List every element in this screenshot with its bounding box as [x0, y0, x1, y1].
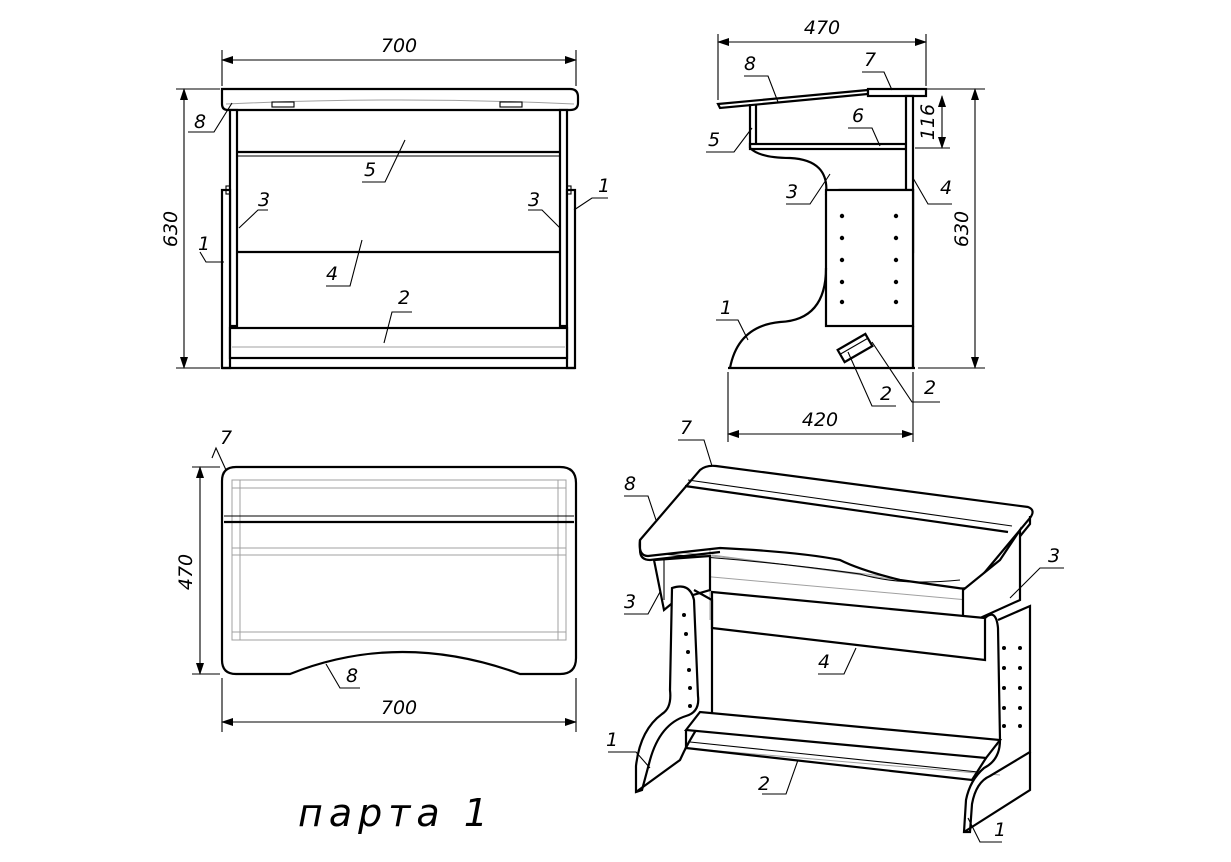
drawing-title: парта 1: [298, 791, 494, 835]
front-callout-8: 8: [194, 111, 206, 133]
iso-callout-1-left: 1: [606, 729, 618, 751]
top-callout-7: 7: [220, 427, 232, 449]
top-view: 470 700 7 8: [175, 427, 578, 732]
side-shelf-dim: 116: [917, 104, 939, 140]
iso-callout-8: 8: [624, 473, 636, 495]
side-callout-2-b: 2: [924, 377, 936, 399]
top-callout-8: 8: [346, 665, 358, 687]
top-width-dim: 700: [381, 697, 417, 719]
side-callout-3: 3: [786, 181, 798, 203]
side-callout-4: 4: [940, 177, 952, 199]
front-callout-1-right: 1: [598, 175, 610, 197]
iso-view: 7 8 3 3 4 1 2 1: [606, 417, 1064, 843]
top-depth-dim: 470: [175, 554, 197, 590]
side-callout-2-a: 2: [880, 383, 892, 405]
side-callout-1: 1: [720, 297, 732, 319]
front-callout-2: 2: [398, 287, 410, 309]
iso-callout-1-right: 1: [994, 819, 1006, 841]
side-view: 470 420 630 116 8 7 5 6 3 4 1 2: [706, 17, 985, 442]
iso-callout-4: 4: [818, 651, 830, 673]
front-callout-1-left: 1: [198, 233, 210, 255]
iso-callout-7: 7: [680, 417, 692, 439]
side-callout-5: 5: [708, 129, 720, 151]
side-top-depth-dim: 470: [804, 17, 840, 39]
side-bottom-depth-dim: 420: [802, 409, 838, 431]
front-height-dim: 630: [160, 211, 182, 247]
side-callout-7: 7: [864, 49, 876, 71]
iso-callout-2: 2: [758, 773, 770, 795]
side-callout-6: 6: [852, 105, 864, 127]
iso-callout-3-right: 3: [1048, 545, 1060, 567]
front-callout-3-left: 3: [258, 189, 270, 211]
front-width-dim: 700: [381, 35, 417, 57]
side-height-dim: 630: [951, 211, 973, 247]
front-callout-3-right: 3: [528, 189, 540, 211]
front-view: 700 630 8 5 3 3 1 1 4 2: [160, 35, 610, 370]
front-callout-4: 4: [326, 263, 338, 285]
iso-callout-3-left: 3: [624, 591, 636, 613]
front-callout-5: 5: [364, 159, 376, 181]
side-callout-8: 8: [744, 53, 756, 75]
